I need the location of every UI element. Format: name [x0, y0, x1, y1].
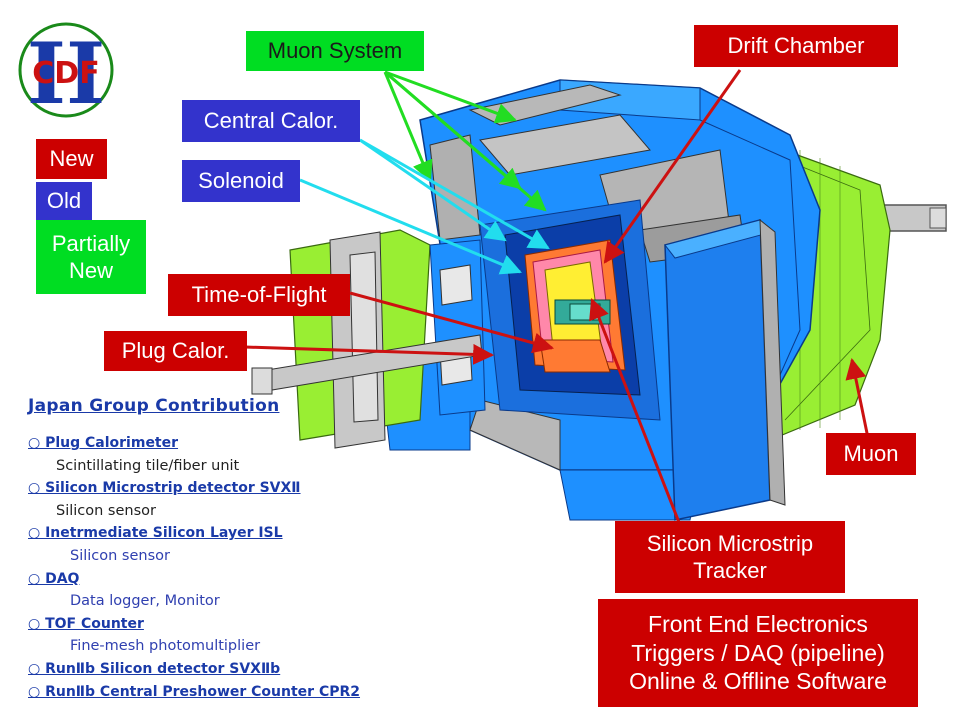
contribution-item[interactable]: ○ RunⅡb Silicon detector SVXⅡb [28, 660, 281, 677]
label-muon: Muon [826, 433, 916, 475]
drift-chamber-area [524, 239, 626, 373]
label-plug-calor: Plug Calor. [104, 331, 247, 371]
label-time-of-flight: Time-of-Flight [168, 274, 350, 316]
label-solenoid: Solenoid [182, 160, 300, 202]
contribution-item[interactable]: ○ TOF Counter [28, 615, 144, 632]
contribution-panel: Japan Group Contribution ○ Plug Calorime… [28, 396, 468, 703]
red-arrows [244, 69, 870, 526]
contribution-sub: Fine-mesh photomultiplier [70, 638, 261, 655]
contribution-sub: Silicon sensor [56, 502, 156, 519]
muon-system-arrows [383, 70, 547, 212]
contribution-item[interactable]: ○ Inetrmediate Silicon Layer ISL [28, 525, 283, 542]
label-silicon-tracker: Silicon Microstrip Tracker [615, 521, 845, 593]
legend-new: New [36, 139, 107, 179]
contribution-sub: Scintillating tile/fiber unit [56, 457, 240, 474]
beam-pipe-right [879, 204, 947, 232]
contribution-item[interactable]: ○ Silicon Microstrip detector SVXⅡ [28, 480, 301, 497]
muon-tower-right [664, 218, 786, 521]
label-front-end: Front End Electronics Triggers / DAQ (pi… [598, 599, 918, 707]
label-central-calor: Central Calor. [182, 100, 360, 142]
contribution-item[interactable]: ○ RunⅡb Central Preshower Counter CPR2 [28, 683, 361, 700]
legend-partially-new: Partially New [36, 220, 146, 294]
logo-numeral: II [27, 24, 106, 123]
legend-old: Old [36, 182, 92, 220]
label-drift-chamber: Drift Chamber [694, 25, 898, 67]
contribution-item[interactable]: ○ DAQ [28, 570, 80, 587]
logo-text: CDF [32, 56, 99, 91]
cdf-logo: II CDF [18, 22, 114, 123]
contribution-sub: Data logger, Monitor [70, 593, 220, 610]
contribution-item[interactable]: ○ Plug Calorimeter [28, 435, 179, 451]
contribution-title[interactable]: Japan Group Contribution [28, 396, 280, 416]
contribution-sub: Silicon sensor [70, 547, 170, 564]
calor-solenoid-arrows [299, 138, 550, 275]
label-muon-system: Muon System [246, 31, 424, 71]
